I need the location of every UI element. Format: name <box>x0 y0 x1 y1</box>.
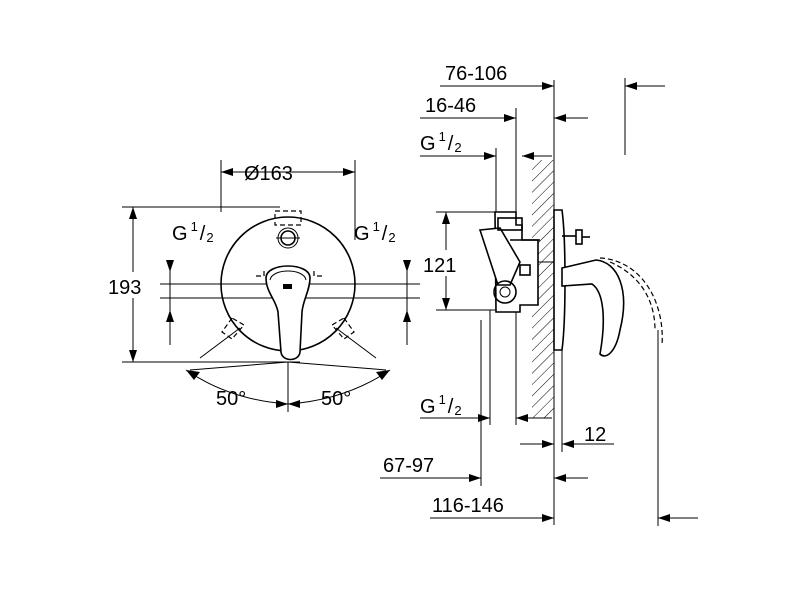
cover-plate <box>553 209 566 351</box>
height-label: 193 <box>108 277 141 299</box>
depth-mid-label: 16-46 <box>425 95 476 117</box>
height-121-label: 121 <box>423 255 456 277</box>
depth-67-97-label: 67-97 <box>383 455 434 477</box>
depth-116-146-label: 116-146 <box>432 495 504 517</box>
dim-12-label: 12 <box>584 424 606 446</box>
diameter-label: Ø163 <box>244 163 293 185</box>
lever-side <box>561 259 625 357</box>
depth-top-label: 76-106 <box>445 63 507 85</box>
lever-handle <box>265 265 311 361</box>
angle-left-label: 50° <box>216 388 246 410</box>
wall-hatch <box>532 160 554 418</box>
angle-right-label: 50° <box>321 388 351 410</box>
